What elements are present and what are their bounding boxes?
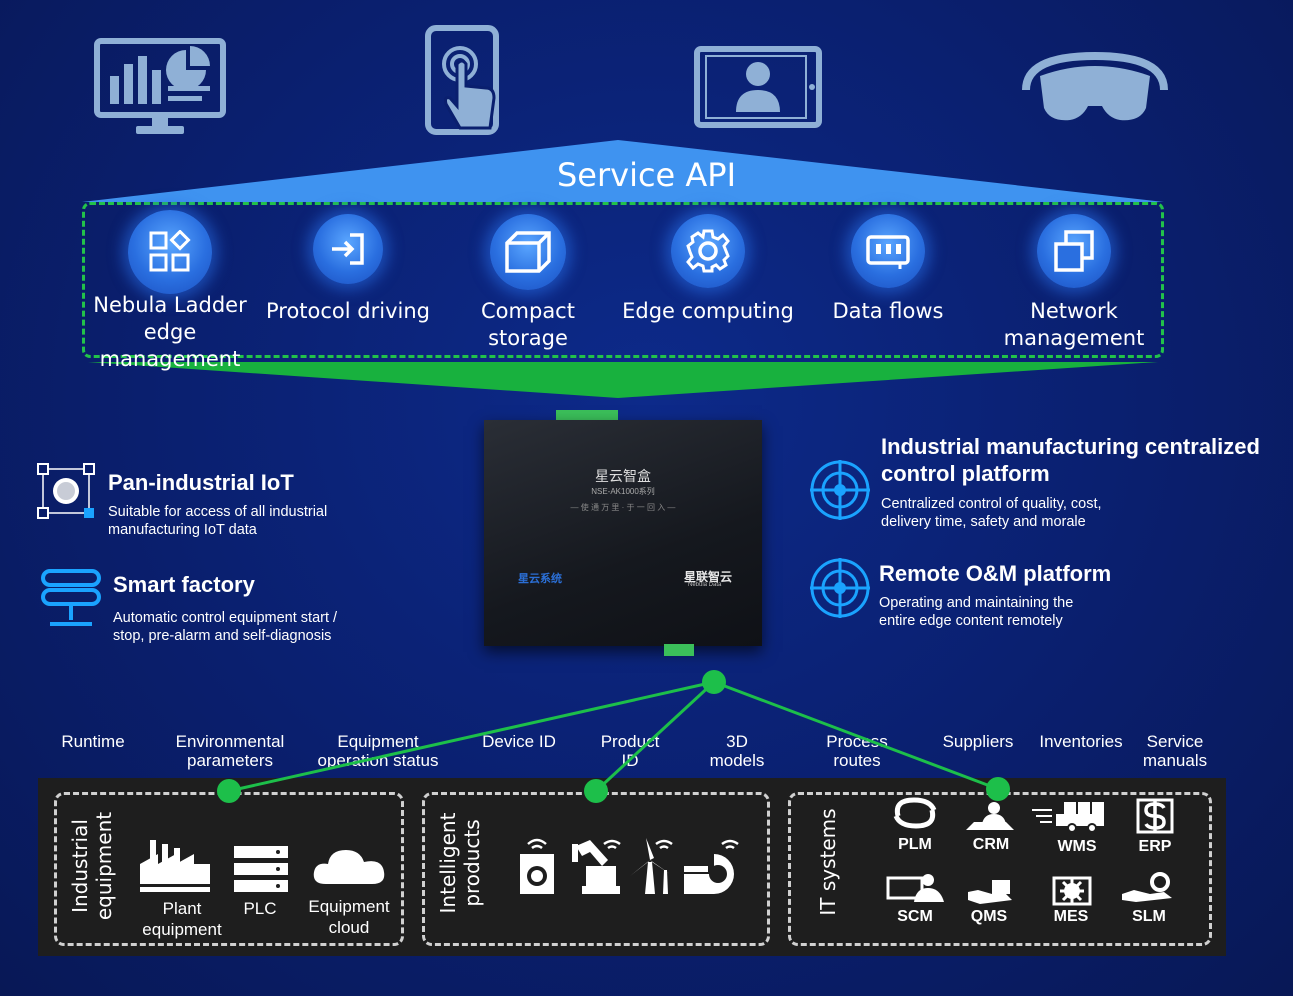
data-category: Environmental parameters	[175, 732, 285, 770]
data-category: Suppliers	[942, 732, 1014, 751]
connector-node-hub	[702, 670, 726, 694]
user-desk-icon	[966, 802, 1014, 830]
data-category: Inventories	[1039, 732, 1123, 751]
truck-boxes-icon	[1032, 802, 1104, 833]
touch-phone-icon	[425, 25, 499, 135]
hand-gear-icon	[1122, 872, 1172, 902]
feature-desc: Centralized control of quality, cost, de…	[881, 496, 1102, 530]
feature-title: Smart factory	[113, 572, 255, 597]
feature-title: Industrial manufacturing centralized con…	[881, 434, 1260, 486]
item-label: CRM	[972, 836, 1010, 853]
service-api-title: Service API	[556, 156, 737, 194]
feature-desc: Automatic control equipment start / stop…	[113, 610, 338, 644]
service-nebula-ladder: Nebula Ladder edge management	[80, 210, 260, 373]
item-label: ERP	[1138, 838, 1172, 855]
group-title: Intelligent products	[436, 812, 484, 914]
item-label: MES	[1053, 908, 1089, 925]
data-category: 3D models	[709, 732, 765, 770]
smart-washer-icon	[520, 838, 554, 894]
target-crosshair-icon	[810, 558, 870, 618]
item-label: PLM	[898, 836, 932, 853]
device-terminal-top	[556, 410, 618, 422]
feature-title: Pan-industrial IoT	[108, 470, 294, 495]
item-label: Equipment cloud	[308, 897, 390, 937]
device-model: NSE-AK1000系列	[591, 487, 655, 496]
device-terminal-bottom	[664, 644, 694, 656]
connector-node-industrial	[217, 779, 241, 803]
item-label: SLM	[1132, 908, 1166, 925]
device-brand-right-sub: Nebula Data	[688, 582, 722, 588]
device-brand-right: 星联智云	[684, 570, 733, 584]
copy-windows-icon	[1054, 230, 1094, 272]
services-group	[82, 202, 1164, 358]
item-label: SCM	[897, 908, 933, 925]
factory-icon	[140, 840, 210, 892]
apps-grid-icon	[149, 230, 191, 272]
device-brand-left: 星云系统	[518, 573, 562, 585]
smart-robot-arm-icon	[572, 839, 621, 894]
gear-icon	[686, 229, 730, 273]
group-title: Industrial equipment	[68, 811, 116, 921]
plc-rack-icon	[234, 846, 288, 892]
hand-box-icon	[968, 880, 1012, 904]
target-crosshair-icon	[810, 460, 870, 520]
data-category: Device ID	[482, 732, 556, 751]
tablet-user-icon	[694, 46, 822, 128]
data-category: Service manuals	[1142, 732, 1208, 770]
item-label: Plant equipment	[142, 899, 222, 939]
service-network-management: Network management	[984, 214, 1164, 352]
cycle-arrows-icon	[893, 797, 937, 829]
feature-title: Remote O&M platform	[879, 561, 1112, 586]
gear-frame-icon	[1052, 876, 1092, 906]
dollar-doc-icon	[1136, 798, 1174, 834]
data-category: Process routes	[826, 732, 888, 770]
smart-mri-icon	[684, 839, 739, 894]
service-api-banner	[82, 140, 1164, 398]
cloud-icon	[313, 850, 385, 884]
service-edge-computing: Edge computing	[618, 214, 798, 325]
data-category: Runtime	[61, 732, 125, 751]
ram-chip-icon	[866, 235, 910, 269]
service-label: Edge computing	[622, 299, 794, 323]
item-label: WMS	[1057, 838, 1097, 855]
user-screen-icon	[886, 874, 944, 902]
vr-headset-icon	[1022, 51, 1168, 121]
service-label: Network management	[1003, 299, 1145, 350]
connector-node-products	[584, 779, 608, 803]
server-stack-icon	[41, 569, 101, 626]
iot-nodes-icon	[37, 463, 95, 519]
feature-desc: Operating and maintaining the entire edg…	[879, 595, 1074, 629]
connector-node-it	[986, 777, 1010, 801]
service-label: Nebula Ladder edge management	[93, 293, 247, 371]
dashboard-monitor-icon	[94, 38, 226, 134]
service-label: Protocol driving	[265, 299, 430, 323]
service-label: Compact storage	[481, 299, 575, 350]
device-name: 星云智盒	[595, 468, 651, 484]
smart-wind-turbine-icon	[630, 838, 673, 894]
item-label: QMS	[970, 908, 1008, 925]
device-tagline: — 使 通 万 里 · 于 一 回 入 —	[570, 503, 676, 512]
edge-gateway-device: 星云智盒 NSE-AK1000系列 — 使 通 万 里 · 于 一 回 入 — …	[484, 420, 762, 646]
group-title: IT systems	[816, 808, 840, 916]
login-arrow-icon	[332, 233, 364, 265]
service-label: Data flows	[832, 299, 944, 323]
feature-desc: Suitable for access of all industrial ma…	[108, 504, 328, 538]
service-data-flows: Data flows	[798, 214, 978, 325]
item-label: PLC	[243, 899, 277, 918]
service-protocol-driving: Protocol driving	[258, 214, 438, 325]
box-icon	[505, 231, 551, 273]
service-compact-storage: Compact storage	[438, 214, 618, 352]
